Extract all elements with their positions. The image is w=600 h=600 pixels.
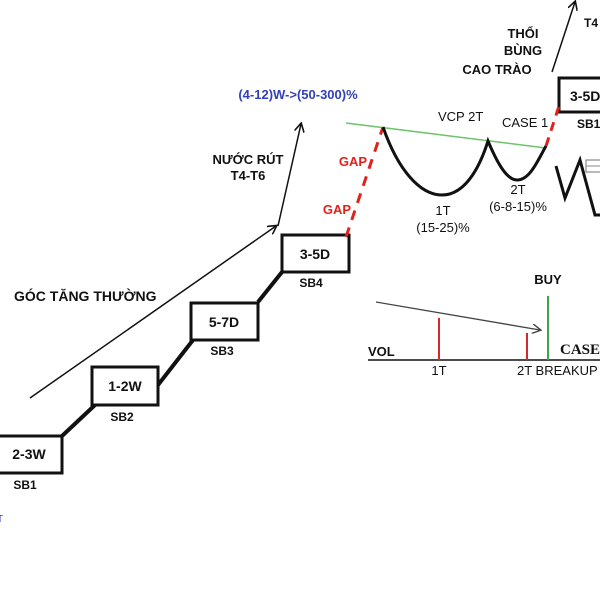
resistance-line (345, 122, 547, 149)
staircase-connector-2 (156, 338, 195, 387)
t2-range-label: (6-8-15)% (489, 199, 547, 214)
gap-dashed-line (344, 126, 385, 238)
base-name-sb3: SB3 (210, 344, 234, 358)
acceleration-label-line2: T4-T6 (231, 168, 266, 183)
base-box-sb2 (90, 365, 160, 407)
base-box-sb3 (189, 301, 260, 342)
climax-label-line2: BÙNG (504, 43, 542, 58)
case1-label: CASE 1 (502, 115, 548, 130)
case-label-cut: CASE (560, 342, 600, 358)
staircase-connector-1 (60, 403, 97, 438)
base-name-sb4: SB4 (299, 276, 323, 290)
climax-label-line3: CAO TRÀO (462, 62, 531, 77)
post-breakout-zigzag (554, 155, 600, 217)
box-label-sb3: 5-7D (209, 314, 239, 330)
breakout-dashed-line (544, 102, 562, 147)
t1-name-label: 1T (435, 203, 450, 218)
t1-range-label: (15-25)% (416, 220, 470, 235)
box-label-sb1: 2-3W (12, 446, 46, 462)
base-name-sb1: SB1 (13, 478, 37, 492)
base-box-sb4 (280, 233, 351, 274)
staircase-connector-3 (256, 270, 284, 304)
normal-angle-label: GÓC TĂNG THƯỜNG (14, 287, 157, 304)
box-label-new-sb1: 3-5D (570, 88, 600, 104)
vol-2t-breakout-label: 2T BREAKUP (517, 363, 598, 378)
normal-trend-arrow (29, 226, 276, 399)
volume-trend-arrow (375, 301, 540, 330)
box-label-sb2: 1-2W (108, 378, 142, 394)
base-name-sb2: SB2 (110, 410, 134, 424)
acceleration-arrow (277, 124, 301, 227)
vol-1t-label: 1T (431, 363, 446, 378)
left-edge-mark: T (0, 514, 3, 525)
vcp-price-curve (381, 126, 548, 197)
base-box-new-sb1 (557, 76, 600, 114)
gap-label-upper: GAP (339, 154, 368, 169)
base-box-sb1 (0, 434, 64, 475)
buy-label: BUY (534, 272, 562, 287)
acceleration-label-line1: NƯỚC RÚT (213, 152, 284, 167)
climax-label-line1: THỔI (507, 26, 538, 41)
climax-arrow (551, 2, 575, 73)
vcp-label: VCP 2T (438, 109, 483, 124)
box-label-sb4: 3-5D (300, 246, 330, 262)
t2-name-label: 2T (510, 182, 525, 197)
t4-label: T4 (584, 16, 598, 30)
gap-label-lower: GAP (323, 202, 352, 217)
base-name-new-sb1: SB1 (577, 117, 600, 131)
gain-range-label: (4-12)W->(50-300)% (238, 87, 358, 102)
vol-label: VOL (368, 344, 395, 359)
